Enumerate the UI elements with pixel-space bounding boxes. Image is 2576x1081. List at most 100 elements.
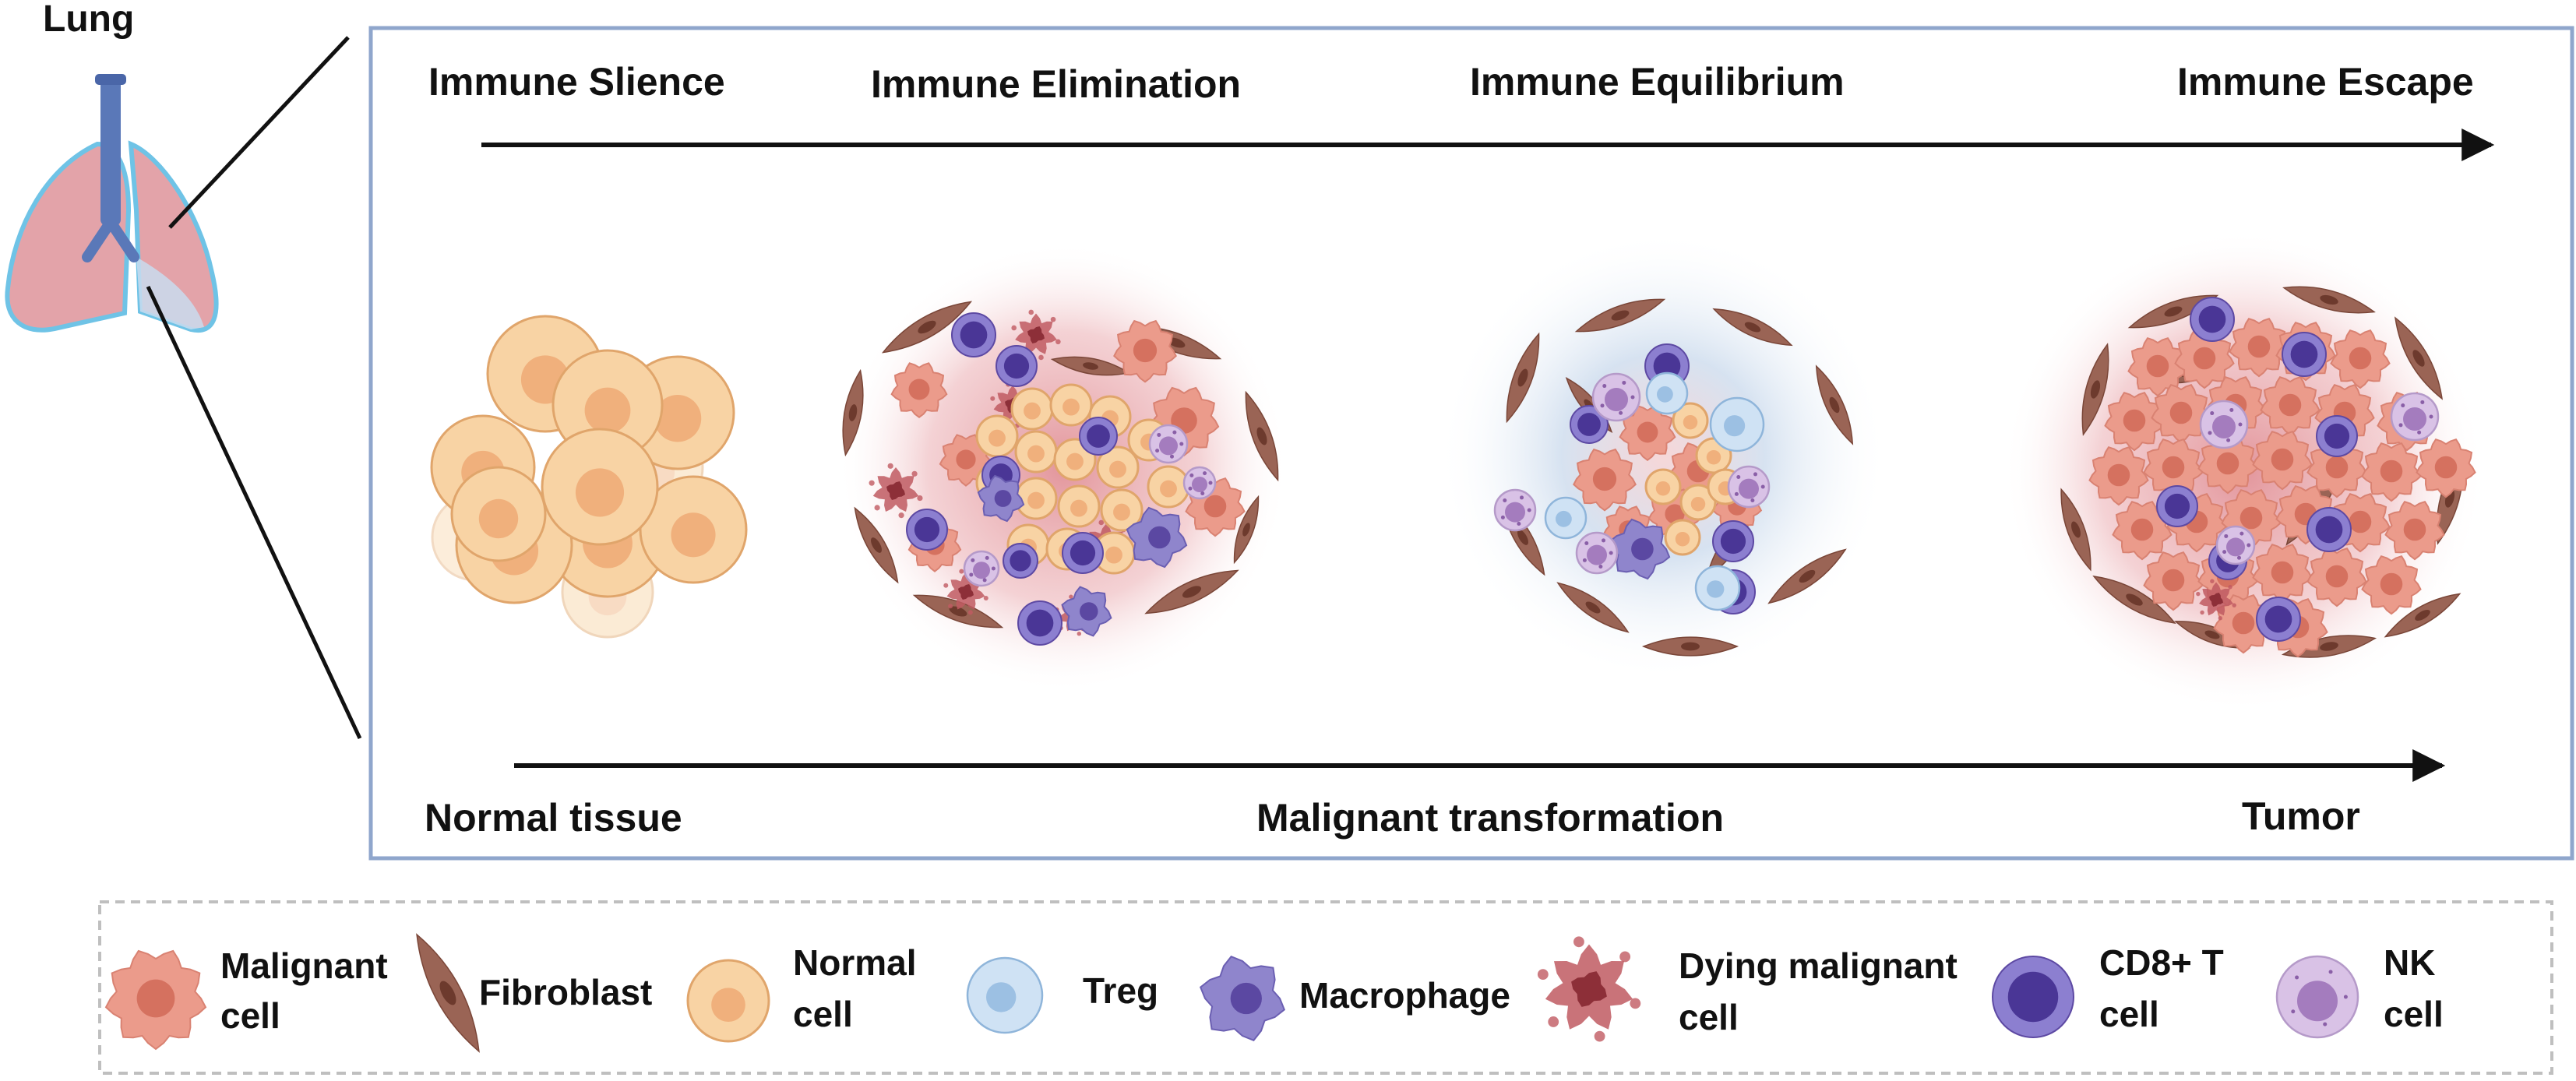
malignant-cell: [2104, 392, 2165, 452]
legend-nk-label-1: NK: [2384, 942, 2435, 983]
malignant-cell: [2306, 548, 2367, 607]
malignant-cell: [2112, 501, 2173, 561]
fibroblast: [2081, 343, 2109, 436]
macrophage: [1609, 518, 1671, 580]
malignant-cell: [2229, 318, 2289, 378]
progression-end: Tumor: [2242, 794, 2360, 838]
normal-cell: [1014, 430, 1058, 474]
malignant-cell: [2143, 551, 2204, 611]
legend-icons: [104, 933, 2359, 1053]
cd8-t-cell: [2190, 297, 2235, 342]
fibroblast: [1767, 548, 1847, 604]
cd8-t-cell: [906, 509, 948, 551]
normal-cell: [1096, 445, 1140, 489]
nk-cell: [1493, 488, 1537, 532]
normal-cell: [1057, 484, 1101, 528]
malignant-cell: [1113, 319, 1177, 383]
legend-box: [98, 900, 2553, 1075]
treg-cell: [1709, 396, 1765, 452]
normal-cell: [975, 414, 1019, 458]
nk-cell: [963, 550, 1000, 587]
cd8-t-cell: [1062, 532, 1104, 574]
normal-cell: [686, 959, 770, 1043]
malignant-cell: [2361, 555, 2422, 615]
stage-immune-escape: Immune Escape: [2177, 60, 2474, 104]
cd8-t-cell: [1992, 956, 2074, 1038]
malignant-cell: [2260, 376, 2321, 436]
legend-malignant-label-2: cell: [220, 995, 280, 1036]
malignant-cell: [2252, 431, 2313, 491]
main-frame: [368, 26, 2574, 861]
nk-cell: [1182, 466, 1217, 500]
normal-cell: [1100, 488, 1144, 532]
scene-immune-escape: [2002, 230, 2485, 713]
legend-cd8-label-2: cell: [2099, 994, 2159, 1034]
nk-cell: [1727, 465, 1771, 509]
trachea: [100, 78, 121, 226]
fibroblast: [1233, 495, 1260, 565]
cd8-t-cell: [996, 345, 1038, 387]
malignant-cell: [2416, 438, 2476, 498]
cd8-t-cell: [1712, 520, 1754, 562]
normal-cell: [1672, 402, 1709, 439]
left-lung-lobe: [5, 141, 132, 333]
scene-normal-tissue: [430, 315, 748, 639]
nk-cell: [1591, 372, 1641, 422]
fibroblast: [1641, 636, 1739, 657]
cd8-t-cell: [2282, 332, 2327, 377]
zoom-line-bottom: [146, 285, 362, 740]
malignant-cell: [2330, 329, 2391, 389]
fibroblast: [2060, 488, 2091, 572]
nk-cell: [2390, 392, 2440, 442]
legend-malignant-label-1: Malignant: [220, 945, 388, 986]
legend-dying-label-2: cell: [1679, 997, 1739, 1037]
cd8-t-cell: [1003, 543, 1038, 579]
macrophage: [1199, 955, 1286, 1042]
fibroblast: [1574, 298, 1666, 333]
malignant-cell: [2151, 384, 2211, 444]
normal-cell: [1010, 387, 1054, 431]
fibroblast: [842, 368, 864, 457]
normal-cell: [1679, 484, 1717, 521]
malignant-cell: [1619, 405, 1676, 462]
dying-malignant-cell: [869, 463, 923, 519]
cd8-t-cell: [1079, 417, 1118, 456]
malignant-cell: [2384, 501, 2445, 561]
malignant-cell: [2252, 544, 2313, 604]
cd8-t-cell: [951, 312, 996, 357]
stage-immune-silence: Immune Slience: [428, 60, 725, 104]
scene-immune-equilibrium: [1437, 230, 1889, 681]
nk-cell: [2215, 525, 2256, 565]
stage-immune-elimination: Immune Elimination: [871, 62, 1241, 106]
cd8-t-cell: [2306, 507, 2352, 552]
fibroblast: [416, 933, 480, 1053]
treg-cell: [1544, 496, 1588, 540]
fibroblast: [1245, 390, 1279, 482]
macrophage: [1126, 506, 1188, 569]
legend-cd8-label-1: CD8+ T: [2099, 942, 2224, 983]
nk-cell: [1575, 531, 1619, 575]
equilibrium-halo: [1437, 230, 1889, 681]
fibroblast: [1144, 569, 1239, 614]
treg-cell: [1645, 371, 1689, 415]
dying-malignant-cell: [2196, 579, 2236, 621]
dying-malignant-cell: [1537, 936, 1641, 1042]
fibroblast: [1815, 364, 1854, 445]
normal-cell: [450, 466, 547, 562]
treg-cell: [966, 956, 1044, 1034]
legend-nk-label-2: cell: [2384, 994, 2444, 1034]
legend-fibroblast-label: Fibroblast: [479, 972, 652, 1012]
fibroblast: [854, 506, 899, 584]
malignant-cell: [2361, 442, 2422, 502]
progression-middle: Malignant transformation: [1256, 796, 1724, 840]
lung-illustration: Lung: [5, 0, 219, 333]
cd8-t-cell: [2316, 415, 2358, 457]
malignant-cell: [2143, 438, 2204, 498]
nk-cell: [2275, 955, 2359, 1039]
cd8-t-cell: [1570, 405, 1609, 444]
malignant-cell: [2088, 446, 2149, 506]
normal-cell: [639, 475, 748, 584]
cd8-t-cell: [1017, 600, 1062, 646]
fibroblast: [881, 301, 973, 354]
